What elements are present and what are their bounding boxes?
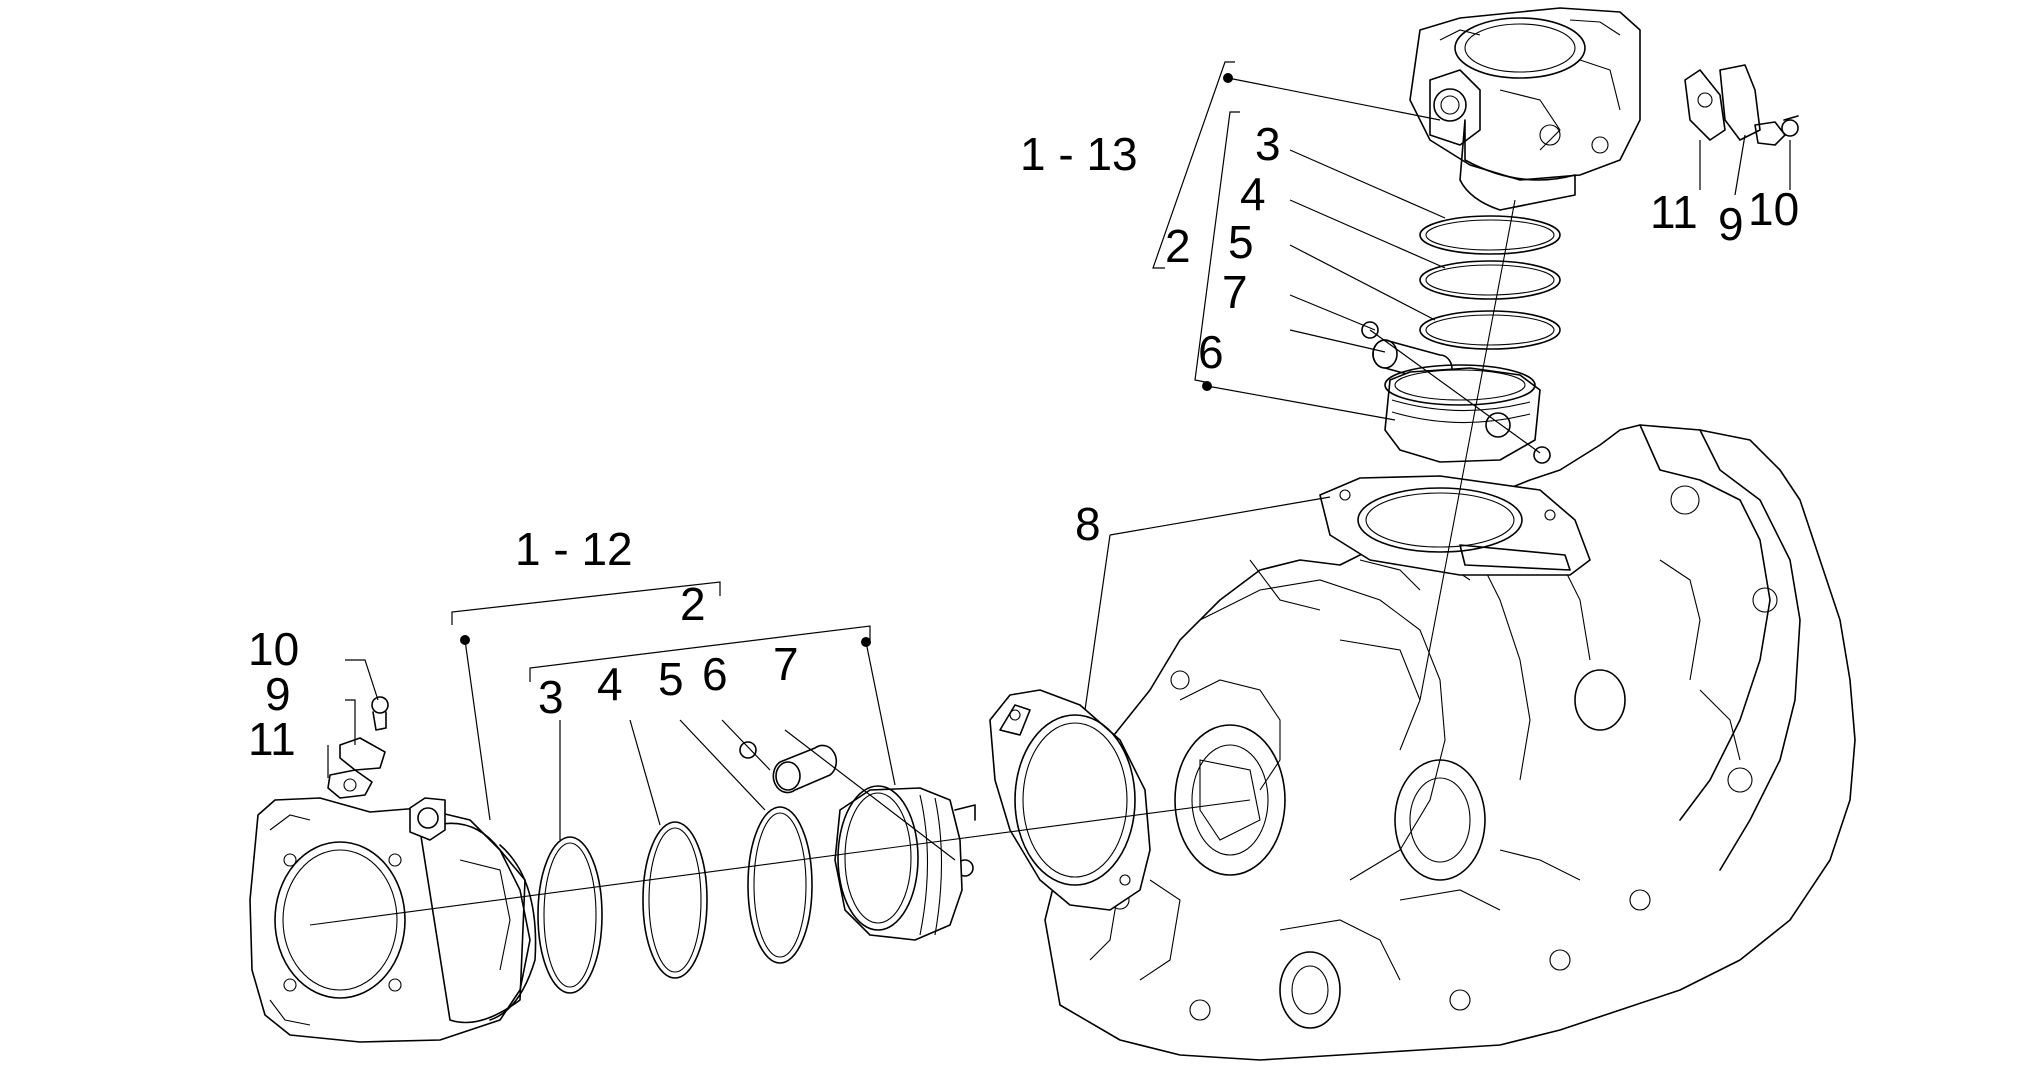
callout-top-5: 5: [1228, 216, 1254, 268]
callout-mid-8: 8: [1075, 498, 1101, 550]
callout-left-10: 10: [248, 623, 299, 675]
callout-top-2: 2: [1165, 220, 1191, 272]
callout-left-7: 7: [773, 638, 799, 690]
left-piston-rings: [537, 806, 813, 994]
callout-top-11: 11: [1650, 186, 1698, 238]
callout-left-1-12: 1 - 12: [515, 523, 633, 575]
left-cylinder-gasket: [989, 689, 1151, 911]
left-piston: [834, 785, 976, 941]
top-cylinder-gasket: [1319, 475, 1591, 576]
callout-left-4: 4: [597, 658, 623, 710]
leader-lines: [327, 77, 1791, 861]
callout-top-9: 9: [1718, 198, 1744, 250]
callout-left-5: 5: [658, 653, 684, 705]
callout-top-4: 4: [1240, 168, 1266, 220]
callout-left-6: 6: [702, 648, 728, 700]
top-piston: [1384, 364, 1541, 463]
callout-top-10: 10: [1748, 183, 1799, 235]
callout-left-3: 3: [538, 671, 564, 723]
callout-labels: 1 - 13 2 3 4 5 7 6 11 9 10 8 1 - 12 2 3 …: [248, 118, 1799, 765]
crankcase: [1044, 424, 1856, 1061]
callout-top-1-13: 1 - 13: [1020, 128, 1138, 180]
top-cylinder: [1409, 7, 1641, 211]
assembly-axes: [309, 199, 1516, 926]
callout-left-9: 9: [265, 668, 291, 720]
callout-top-3: 3: [1255, 118, 1281, 170]
callout-left-11: 11: [248, 713, 296, 765]
top-piston-rings: [1419, 215, 1561, 350]
left-cover-assembly: [327, 696, 389, 799]
callout-left-2: 2: [680, 578, 706, 630]
callout-top-7: 7: [1222, 266, 1248, 318]
callout-top-6: 6: [1198, 326, 1224, 378]
top-cover-assembly: [1684, 64, 1799, 146]
group-brackets: [451, 61, 1240, 682]
left-cylinder: [249, 797, 537, 1043]
